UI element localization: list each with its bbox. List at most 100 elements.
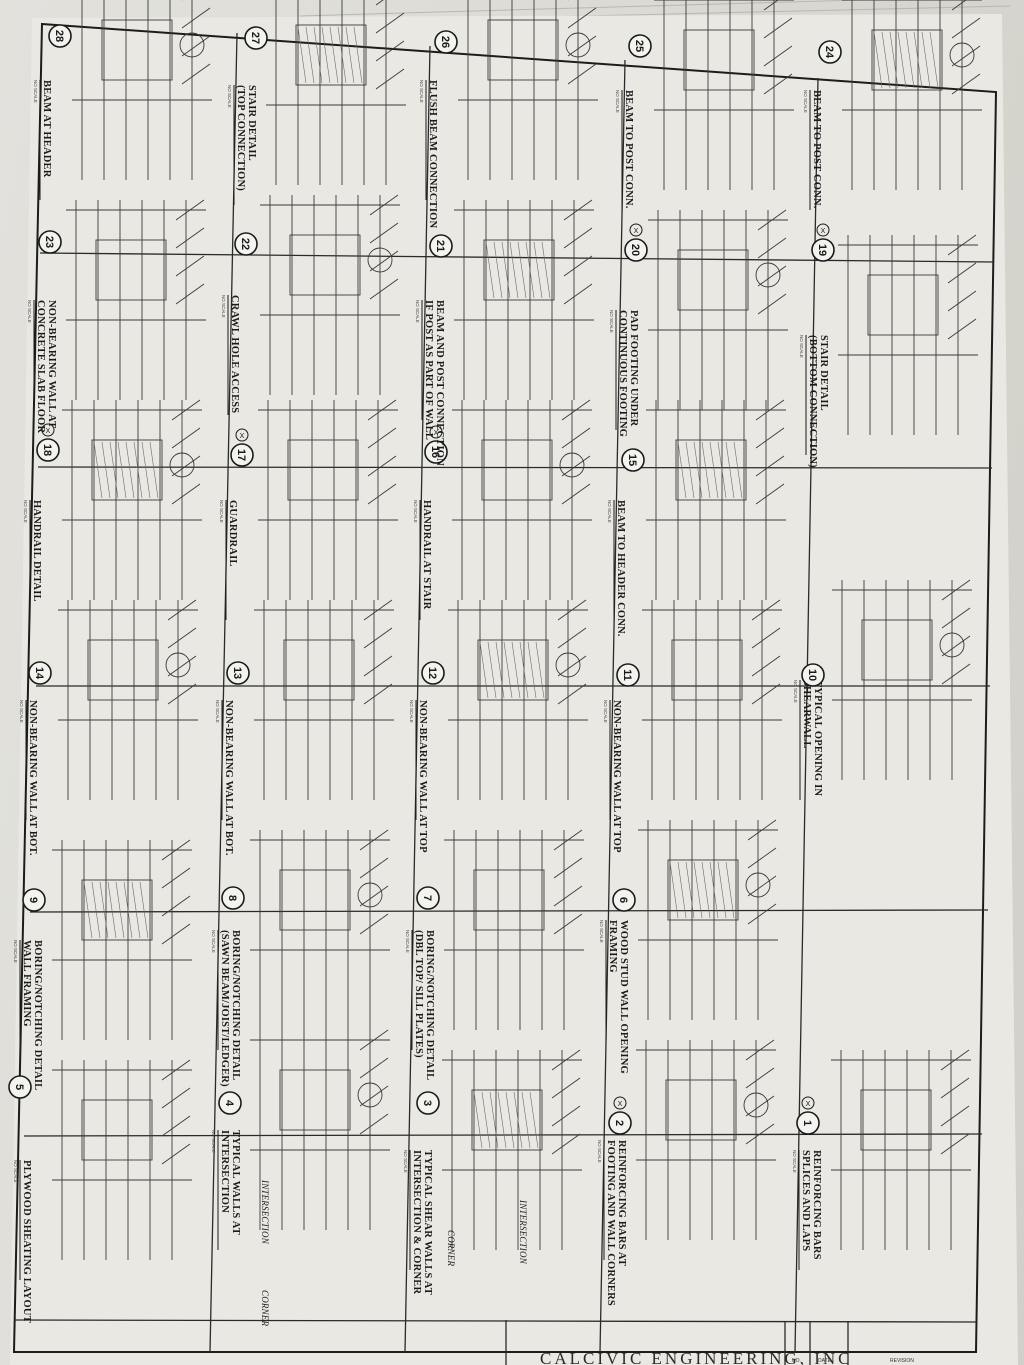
detail-15-scale: NO SCALE bbox=[607, 500, 612, 523]
detail-number: 27 bbox=[249, 32, 261, 44]
detail-5-scale: NO SCALE bbox=[13, 1160, 18, 1183]
detail-grid bbox=[23, 32, 995, 1353]
detail-9-title-line: BORING/NOTCHING DETAIL bbox=[32, 940, 43, 1090]
detail-12-drawing bbox=[448, 599, 588, 800]
detail-bubble bbox=[416, 1091, 440, 1115]
detail-7: BORING/NOTCHING DETAIL(DBL TOP/ SILL PLA… bbox=[405, 829, 584, 1080]
detail-3-scale: NO SCALE bbox=[403, 1150, 408, 1173]
detail-number: 19 bbox=[816, 244, 828, 256]
detail-22-drawing bbox=[260, 194, 400, 395]
detail-26-scale: NO SCALE bbox=[419, 80, 424, 103]
detail-number: 9 bbox=[27, 897, 39, 903]
detail-19-title-line: (BOTTOM CONNECTION) bbox=[807, 335, 818, 468]
detail-26-title-line: FLUSH BEAM CONNECTION bbox=[427, 80, 438, 229]
detail-bubble bbox=[230, 443, 254, 467]
detail-20-drawing bbox=[648, 209, 788, 410]
detail-bubble bbox=[36, 438, 60, 462]
detail-bubble bbox=[234, 232, 258, 256]
detail-bubble bbox=[226, 661, 250, 685]
detail-number: 6 bbox=[617, 897, 629, 903]
revision-mark-label: X bbox=[618, 1101, 623, 1108]
detail-19-drawing bbox=[838, 234, 978, 435]
revision-mark-label: X bbox=[821, 228, 826, 235]
detail-bubble bbox=[28, 661, 52, 685]
paper bbox=[10, 14, 1018, 1365]
detail-bubble bbox=[818, 40, 842, 64]
detail-bubble bbox=[621, 448, 645, 472]
detail-1-title-line: SPLICES AND LAPS bbox=[800, 1150, 811, 1251]
detail-23-drawing bbox=[66, 199, 206, 400]
detail-1-drawing bbox=[831, 1049, 971, 1250]
detail-28-drawing bbox=[72, 0, 212, 180]
detail-4-title-line: INTERSECTION bbox=[219, 1130, 230, 1213]
detail-number: 18 bbox=[41, 444, 53, 456]
detail-number: 23 bbox=[43, 236, 55, 248]
detail-3-corner-label: CORNER bbox=[446, 1230, 456, 1267]
detail-23-title-line: NON-BEARING WALL AT bbox=[46, 300, 57, 428]
detail-21-drawing bbox=[454, 199, 594, 400]
detail-7-title-line: BORING/NOTCHING DETAIL bbox=[424, 930, 435, 1080]
detail-4-drawing bbox=[250, 1029, 390, 1230]
detail-19-scale: NO SCALE bbox=[799, 335, 804, 358]
revision-mark bbox=[613, 1096, 627, 1110]
detail-bubble bbox=[424, 440, 448, 464]
detail-number: 7 bbox=[421, 895, 433, 901]
detail-19-title-line: STAIR DETAIL bbox=[818, 335, 829, 411]
detail-3-drawing bbox=[442, 1049, 582, 1250]
detail-6-title-line: WOOD STUD WALL OPENING bbox=[618, 920, 629, 1074]
detail-14-drawing bbox=[58, 599, 198, 800]
detail-17-drawing bbox=[258, 399, 398, 600]
detail-number: 28 bbox=[53, 30, 65, 42]
detail-10-scale: NO SCALE bbox=[793, 680, 798, 703]
detail-19: STAIR DETAIL(BOTTOM CONNECTION)NO SCALE 1… bbox=[799, 223, 978, 468]
detail-number: 12 bbox=[426, 667, 438, 679]
detail-3-intersection-label: INTERSECTION bbox=[518, 1199, 528, 1265]
detail-bubble bbox=[616, 663, 640, 687]
detail-8-title-line: BORING/NOTCHING DETAIL bbox=[230, 930, 241, 1080]
detail-17-scale: NO SCALE bbox=[219, 500, 224, 523]
detail-28-scale: NO SCALE bbox=[33, 80, 38, 103]
detail-bubble bbox=[38, 230, 62, 254]
detail-5-drawing bbox=[52, 1059, 192, 1260]
detail-number: 26 bbox=[439, 36, 451, 48]
detail-number: 16 bbox=[429, 446, 441, 458]
detail-20-title-line: PAD FOOTING UNDER bbox=[628, 310, 639, 427]
revision-mark-label: X bbox=[634, 228, 639, 235]
detail-9-drawing bbox=[52, 839, 192, 1040]
detail-number: 13 bbox=[231, 667, 243, 679]
detail-number: 3 bbox=[421, 1100, 433, 1106]
detail-20-title-line: CONTINUOUS FOOTING bbox=[617, 310, 628, 437]
detail-bubble bbox=[48, 24, 72, 48]
detail-8: BORING/NOTCHING DETAIL(SAWN BEAM/JOIST/L… bbox=[211, 829, 390, 1087]
detail-4-intersection-label: INTERSECTION bbox=[260, 1179, 270, 1245]
detail-11-title-line: NON-BEARING WALL AT TOP bbox=[611, 700, 622, 853]
detail-8-drawing bbox=[250, 829, 390, 1030]
detail-number: 2 bbox=[613, 1120, 625, 1126]
detail-bubble bbox=[608, 1111, 632, 1135]
detail-21-title-line: IF POST AS PART OF WALL bbox=[423, 300, 434, 440]
revision-mark bbox=[816, 223, 830, 237]
revision-mark bbox=[235, 428, 249, 442]
detail-6-drawing bbox=[638, 819, 778, 1020]
detail-14-title-line: NON-BEARING WALL AT BOT. bbox=[27, 700, 38, 856]
detail-number: 11 bbox=[621, 669, 633, 681]
detail-10-drawing bbox=[832, 579, 972, 780]
detail-1-scale: NO SCALE bbox=[792, 1150, 797, 1173]
detail-16-drawing bbox=[452, 399, 592, 600]
detail-bubble bbox=[796, 1111, 820, 1135]
company-name: CALCIVIC ENGINEERING, INC bbox=[540, 1349, 853, 1365]
detail-5-title-line: PLYWOOD SHEATING LAYOUT bbox=[21, 1160, 32, 1323]
detail-27-drawing bbox=[266, 0, 406, 185]
